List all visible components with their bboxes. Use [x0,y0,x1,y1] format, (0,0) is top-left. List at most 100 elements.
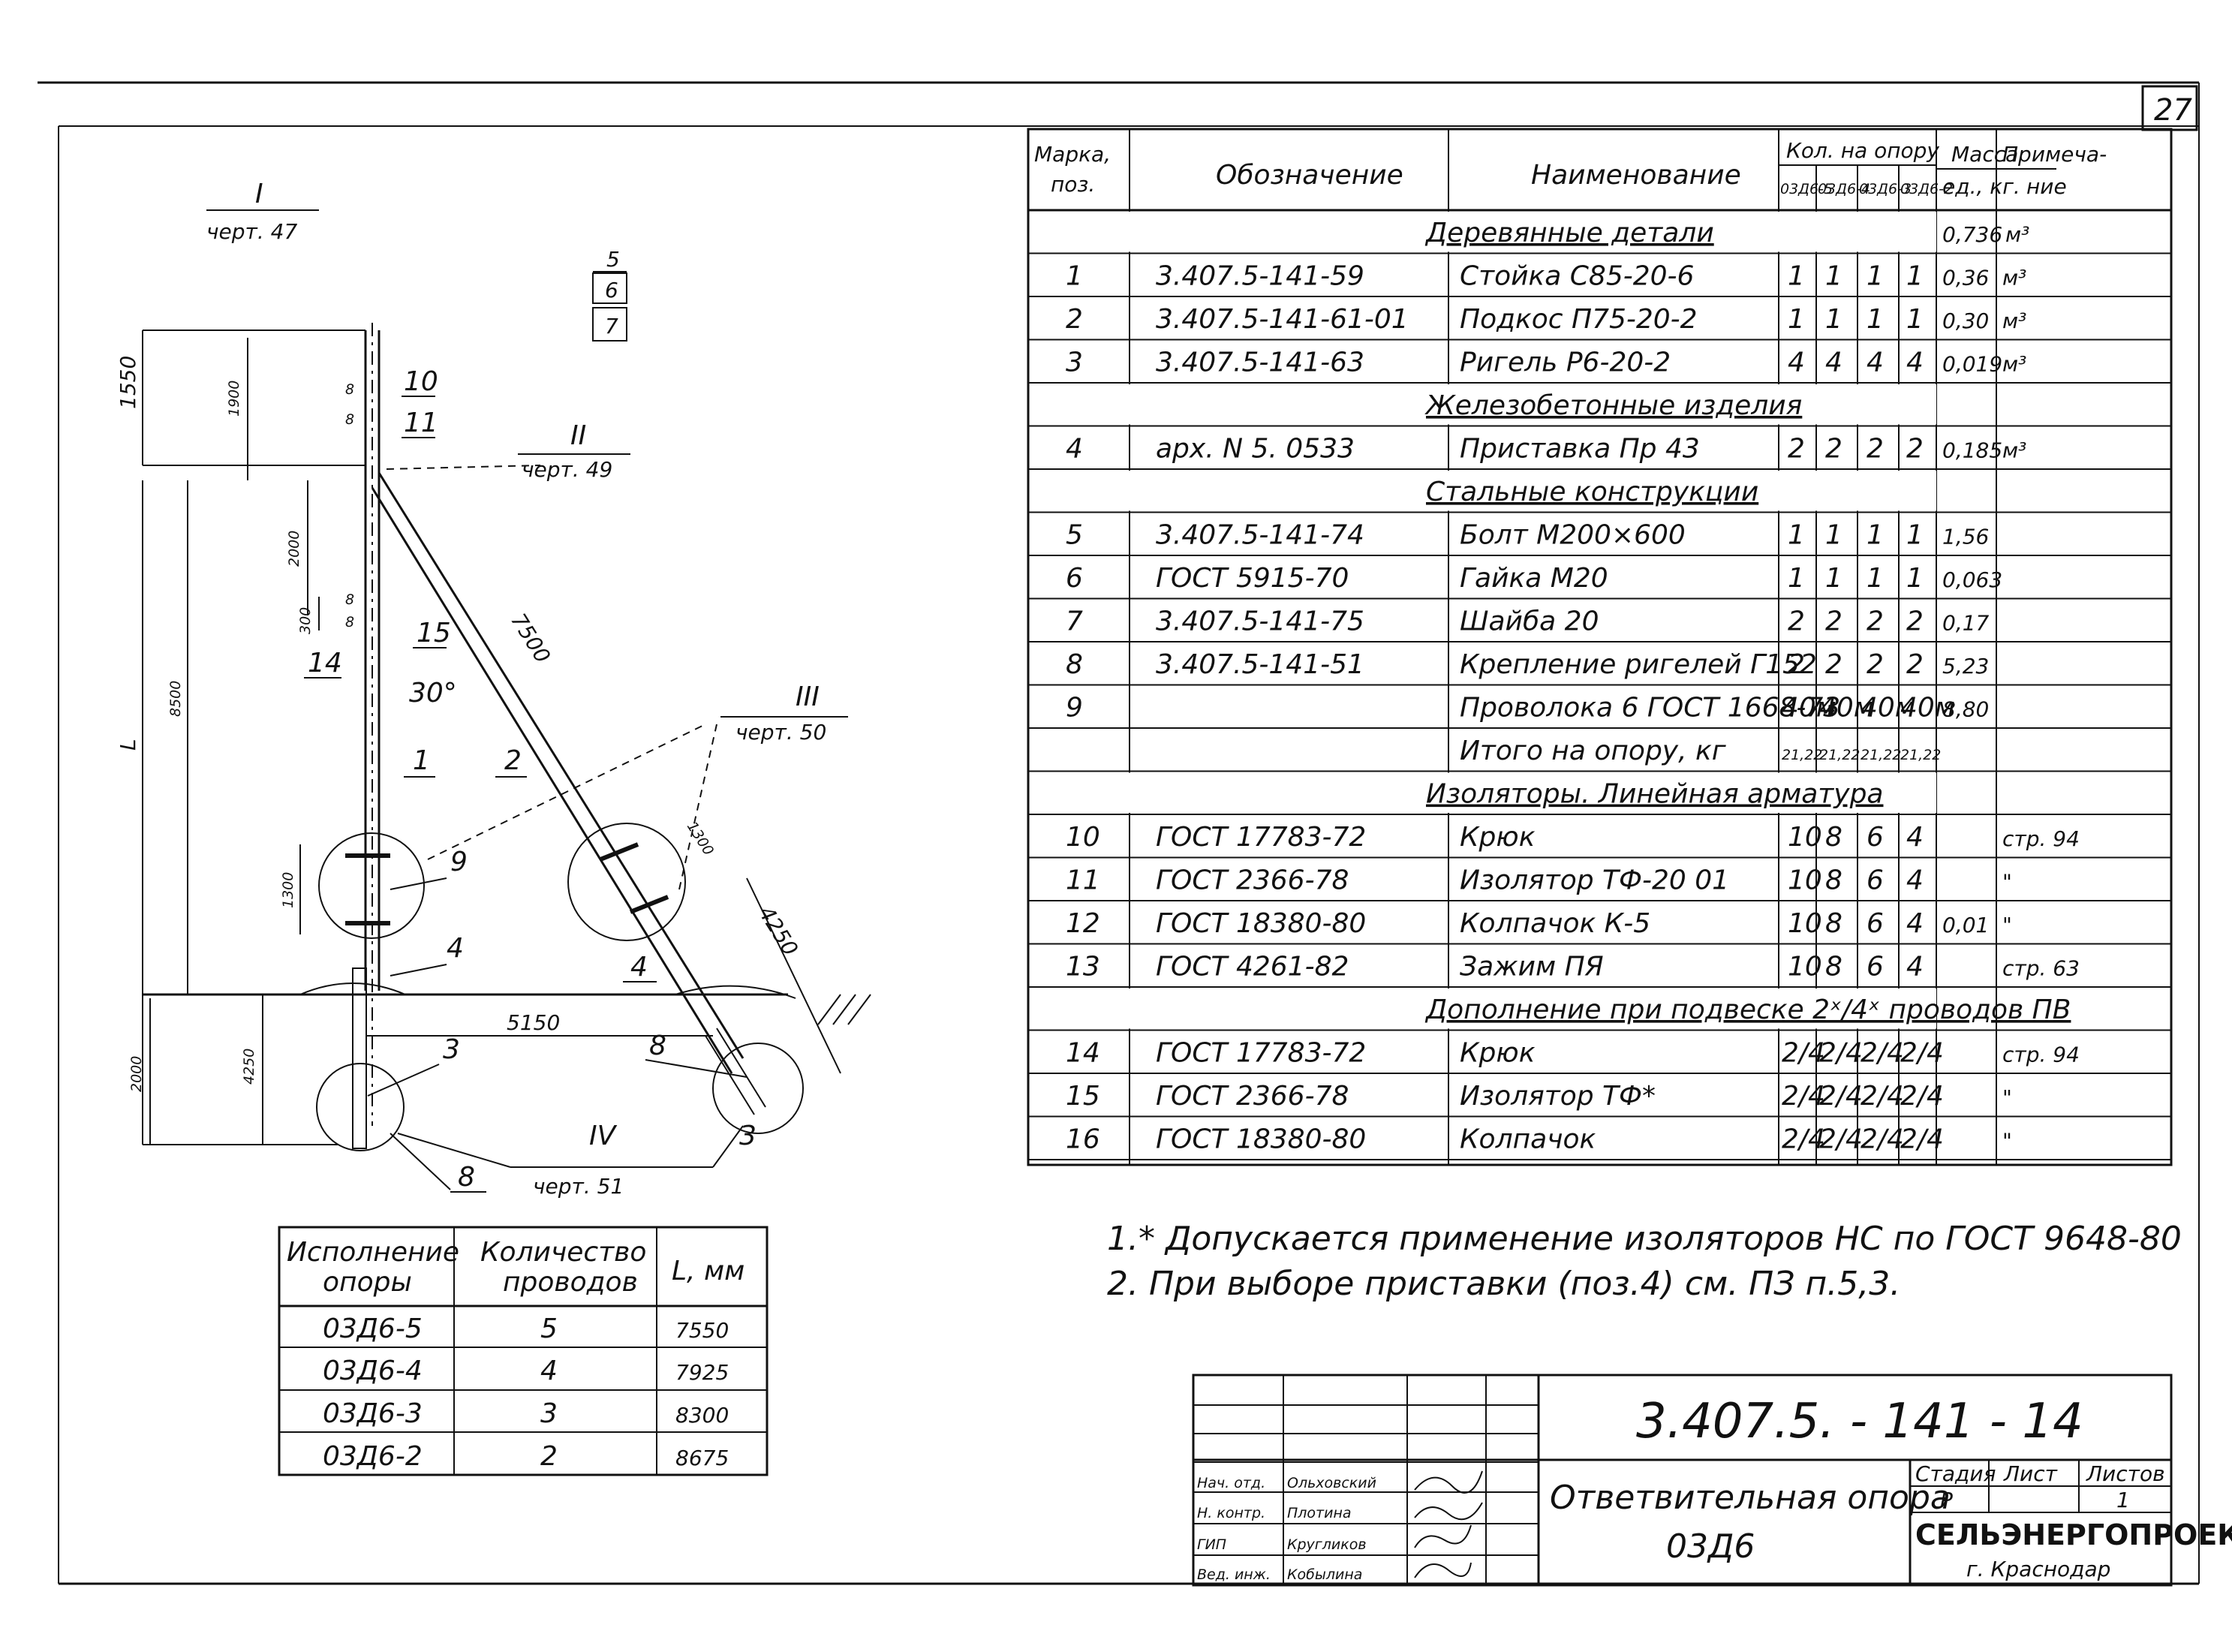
dim-8500: 8500 [167,681,184,717]
ref-III-label: III [796,682,820,712]
hdr-mark-2: поз. [1051,172,1095,197]
section-band [1030,384,1936,425]
pos-1: 1 [413,745,430,776]
hdr-note-2: ние [2026,174,2067,199]
dim-L: L [116,739,140,751]
row-qty: 2 [1906,434,1924,465]
section-band [1030,772,1936,813]
org-name: СЕЛЬЭНЕРГОПРОЕКТ [1915,1518,2232,1551]
row-qty: 6 [1867,822,1884,853]
variants-cell: 8300 [675,1403,729,1428]
row-qty: 1 [1867,563,1884,594]
sheet-number: 27 [2154,93,2192,128]
section-title: Стальные конструкции [1426,477,1758,507]
row-pos: 12 [1066,908,1100,939]
row-name: Зажим ПЯ [1460,952,1604,982]
row-name: Изолятор ТФ* [1460,1081,1656,1112]
pos-15: 15 [417,618,451,648]
row-designation: 3.407.5-141-74 [1156,520,1364,551]
row-designation: ГОСТ 18380-80 [1156,1124,1366,1155]
small-mark-2: 8 [345,411,354,428]
stub-brace-a [716,1028,766,1108]
pos-6-box [592,272,627,304]
pos-4a-leader [390,964,447,976]
small-mark-3: 8 [345,591,354,608]
row-note: м³ [2002,266,2026,290]
hdr-note: Примеча- [2002,142,2107,167]
row-qty: 10 [1788,822,1822,853]
ref-II-sheet: черт. 49 [522,457,612,482]
hdr-mass: Масса [1951,142,2018,167]
row-qty: 2/4 [1819,1081,1863,1112]
role-2: Н. контр. [1197,1505,1265,1521]
row-name: Проволока 6 ГОСТ 1668-73 [1460,693,1840,724]
variants-hdr-2a: Количество [480,1237,646,1268]
row-qty: 6 [1867,952,1884,982]
section-band [1030,471,1936,511]
signature-4 [1414,1562,1472,1578]
row-note: м³ [2002,438,2026,463]
ref-IV-leader-3 [712,1125,744,1168]
pos-5-mark: 5 [606,247,620,272]
row-qty: 21,22 [1819,747,1860,763]
row-qty: 1 [1867,261,1884,292]
title-line1: Ответвительная опора [1550,1479,1951,1517]
pos-8a: 8 [458,1162,475,1193]
ref-II-label: II [570,420,586,451]
row-qty: 1 [1906,304,1924,335]
signature-3 [1414,1524,1472,1548]
ref-III-leader-1 [427,724,706,860]
row-qty: 8 [1825,822,1842,853]
row-mass: 0,019 [1942,352,2002,377]
row-qty: 10 [1788,952,1822,982]
row-qty: 2/4 [1900,1124,1944,1155]
row-qty: 8 [1825,865,1842,896]
pos-6-mark: 6 [605,278,618,302]
pos-3a: 3 [443,1034,460,1065]
title-line2: 03Д6 [1666,1527,1755,1566]
pos-8b: 8 [649,1031,666,1061]
name-2: Плотина [1287,1505,1352,1521]
row-qty: 1 [1788,304,1805,335]
section-title: Изоляторы. Линейная арматура [1426,779,1884,810]
row-name: Крепление ригелей Г152 [1460,649,1817,680]
section-band [1030,212,1936,252]
row-pos: 4 [1066,434,1083,465]
pos-14: 14 [308,648,342,679]
pos-2: 2 [504,745,522,776]
row-qty: 1 [1825,563,1842,594]
row-qty: 2 [1867,434,1884,465]
hdr-qty: Кол. на опору [1786,138,1939,163]
hdr-designation: Обозначение [1216,160,1403,191]
hdr-qty-s1: 03Д6-5 [1780,181,1833,197]
variants-cell: 03Д6-3 [323,1398,423,1429]
row-qty: 21,22 [1900,747,1941,763]
row-qty: 2/4 [1819,1038,1863,1069]
row-pos: 2 [1066,304,1083,335]
ref-III-leader-2 [678,724,717,890]
variants-cell: 7550 [675,1318,729,1343]
small-mark-4: 8 [345,614,354,630]
variants-hdr-3: L, мм [672,1256,745,1286]
ground-mound [299,982,406,995]
row-designation: ГОСТ 2366-78 [1156,865,1349,896]
angle-30: 30° [409,678,457,709]
row-qty: 1 [1825,520,1842,551]
variants-cell: 8675 [675,1446,729,1470]
row-designation: ГОСТ 17783-72 [1156,1038,1366,1069]
variants-hdr-1a: Исполнение [287,1237,459,1268]
row-mass: 8,80 [1942,697,1989,722]
row-designation: 3.407.5-141-59 [1156,261,1364,292]
row-designation: 3.407.5-141-51 [1156,649,1364,680]
row-qty: 8 [1825,952,1842,982]
row-name: Крюк [1460,1038,1536,1069]
stage-label: Стадия [1915,1461,1996,1486]
row-mass: 0,063 [1942,567,2002,592]
row-pos: 10 [1066,822,1100,853]
detail-circle-foot-left [316,1063,405,1151]
section-title: Железобетонные изделия [1424,390,1802,421]
row-designation: 3.407.5-141-61-01 [1156,304,1409,335]
